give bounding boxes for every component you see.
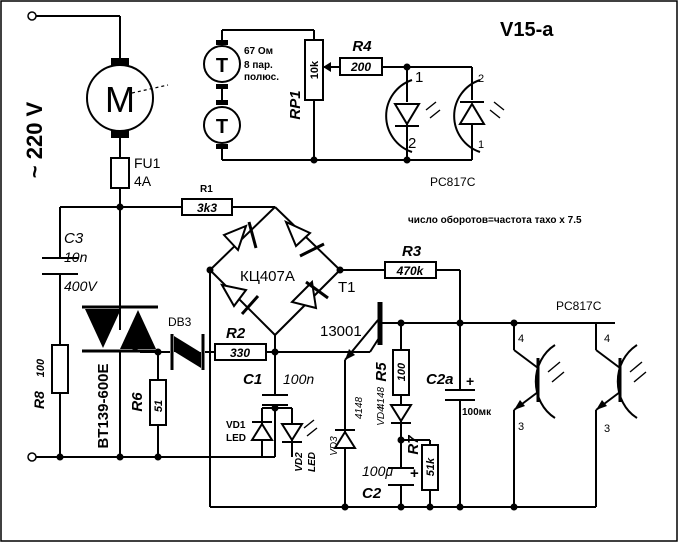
r4-value: 200 <box>350 60 371 74</box>
supply-label: ~ 220 V <box>22 101 47 178</box>
tacho-generator: T T 67 Ом 8 пар. полюс. <box>203 40 279 149</box>
r8-ref: R8 <box>31 391 47 409</box>
r6-ref: R6 <box>129 392 146 412</box>
rp1-value: 10k <box>309 60 321 79</box>
diac-db3: DB3 <box>168 315 205 370</box>
led-vd1: VD1 LED <box>226 420 274 444</box>
r4-ref: R4 <box>352 38 372 55</box>
r3-ref: R3 <box>402 243 422 260</box>
r7-ref: R7 <box>405 435 422 455</box>
bridge-part: КЦ407А <box>240 268 295 285</box>
capacitor-c2a: C2a + 100мк <box>426 371 492 418</box>
c1-value: 100n <box>283 371 314 387</box>
vd1-ref: VD1 <box>226 420 246 431</box>
c3-voltage: 400V <box>64 278 98 294</box>
resistor-r6: 51 R6 <box>129 379 167 426</box>
transistor-t1: T1 13001 <box>320 279 401 361</box>
c2-value: 100μ <box>362 463 393 479</box>
rp1-ref: RP1 <box>287 90 304 119</box>
c2-ref: C2 <box>362 485 382 502</box>
fuse-ref: FU1 <box>134 155 161 171</box>
opto-top-pin-a: 1 <box>415 69 423 86</box>
r5-ref: R5 <box>373 362 390 382</box>
r2-value: 330 <box>230 346 250 360</box>
r1-value: 3k3 <box>197 201 217 215</box>
capacitor-c2: 100μ + C2 <box>362 463 419 502</box>
opto-right: 4 3 4 3 PC817C <box>513 299 647 435</box>
r8-value: 100 <box>35 358 47 377</box>
mains-terminals <box>27 11 37 462</box>
resistor-r3: 470k R3 <box>384 243 437 279</box>
title: V15-a <box>500 19 554 41</box>
opto-right-name: PC817C <box>556 299 602 313</box>
diode-vd4: VD4 4148 <box>376 386 413 426</box>
r5-value: 100 <box>396 362 408 381</box>
vd2-ref: VD2 <box>294 452 305 472</box>
vd4-part: 4148 <box>376 386 387 409</box>
fuse-value: 4A <box>134 173 152 189</box>
fuse-fu1: FU1 4A <box>110 155 161 189</box>
r2-ref: R2 <box>226 325 246 342</box>
capacitor-c1: C1 100n <box>243 371 314 406</box>
tacho-poles-1: 8 пар. <box>244 60 273 71</box>
r1-ref: R1 <box>200 184 213 195</box>
opto-right-pin-c: 4 <box>604 333 610 345</box>
vd3-ref: VD3 <box>329 436 340 456</box>
triac-part: BT139-600E <box>95 363 112 448</box>
resistor-r7: 51k R7 <box>405 435 439 491</box>
tacho-symbol-1: T <box>216 55 228 77</box>
t1-ref: T1 <box>338 279 356 296</box>
resistor-r2: 330 R2 <box>214 325 267 361</box>
resistor-r5: 100 R5 <box>373 349 410 396</box>
c2a-polarity: + <box>466 373 474 389</box>
opto-right-pin-b: 3 <box>518 421 524 433</box>
capacitor-c3: C3 10n 400V <box>42 230 98 294</box>
led-vd2: VD2 LED <box>280 419 318 472</box>
triac: BT139-600E <box>82 305 158 449</box>
opto-top: 1 2 2 1 PC817C <box>385 69 505 189</box>
motor-symbol: M <box>105 79 135 120</box>
diode-bridge: КЦ407А <box>209 206 341 336</box>
vd3-part: 4148 <box>354 396 365 419</box>
c2a-value: 100мк <box>462 407 492 418</box>
c2a-ref: C2a <box>426 371 454 388</box>
opto-right-pin-d: 3 <box>604 423 610 435</box>
resistor-r4: 200 R4 <box>339 38 383 76</box>
vd2-type: LED <box>307 452 318 472</box>
diode-vd3: VD3 4148 <box>329 396 365 455</box>
db3-ref: DB3 <box>168 315 192 329</box>
resistor-r1: 3k3 R1 <box>181 184 233 216</box>
r3-value: 470k <box>396 264 425 278</box>
tacho-resistance: 67 Ом <box>244 46 273 57</box>
opto-right-pin-a: 4 <box>518 333 524 345</box>
r6-value: 51 <box>153 400 165 412</box>
c2-polarity: + <box>410 465 419 482</box>
speed-note: число оборотов=частота тахо х 7.5 <box>408 214 582 226</box>
tacho-poles-2: полюс. <box>244 72 279 83</box>
resistor-r8: 100 R8 <box>31 344 69 409</box>
vd1-type: LED <box>226 433 246 444</box>
opto-top-pin-d: 1 <box>478 139 484 151</box>
t1-part: 13001 <box>320 323 362 340</box>
tacho-symbol-2: T <box>216 116 228 138</box>
vd4-ref: VD4 <box>376 406 387 426</box>
potentiometer-rp1: 10k RP1 <box>287 39 331 120</box>
opto-top-pin-c: 2 <box>478 73 484 85</box>
motor: M <box>86 58 169 138</box>
opto-top-name: PC817C <box>430 175 476 189</box>
c3-ref: C3 <box>64 230 84 247</box>
opto-top-pin-b: 2 <box>408 135 416 152</box>
r7-value: 51k <box>425 457 437 476</box>
c1-ref: C1 <box>243 371 262 388</box>
c3-value: 10n <box>64 249 88 265</box>
